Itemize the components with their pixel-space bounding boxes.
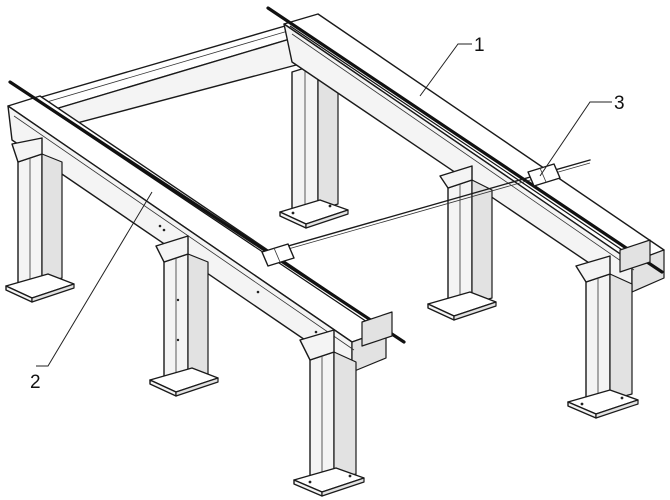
leg-back-left <box>279 63 349 229</box>
rail-right <box>266 6 664 274</box>
callout-2: 2 <box>30 191 153 393</box>
callout-3: 3 <box>539 93 625 177</box>
leg-left-back <box>5 137 75 303</box>
back-cross-beam <box>37 25 301 129</box>
rail-left <box>8 80 406 347</box>
rod-clamp-left <box>261 243 295 267</box>
leg-left-front <box>293 329 365 497</box>
leg-left-middle <box>149 235 219 397</box>
callout-1: 1 <box>419 35 485 97</box>
callout-2-label: 2 <box>30 372 41 393</box>
callout-1-label: 1 <box>474 35 485 56</box>
right-long-beam <box>283 13 665 293</box>
callout-3-label: 3 <box>614 93 625 114</box>
leg-right-front <box>567 255 639 419</box>
rod-clamp-right <box>527 163 561 187</box>
leg-right-middle <box>427 165 497 321</box>
